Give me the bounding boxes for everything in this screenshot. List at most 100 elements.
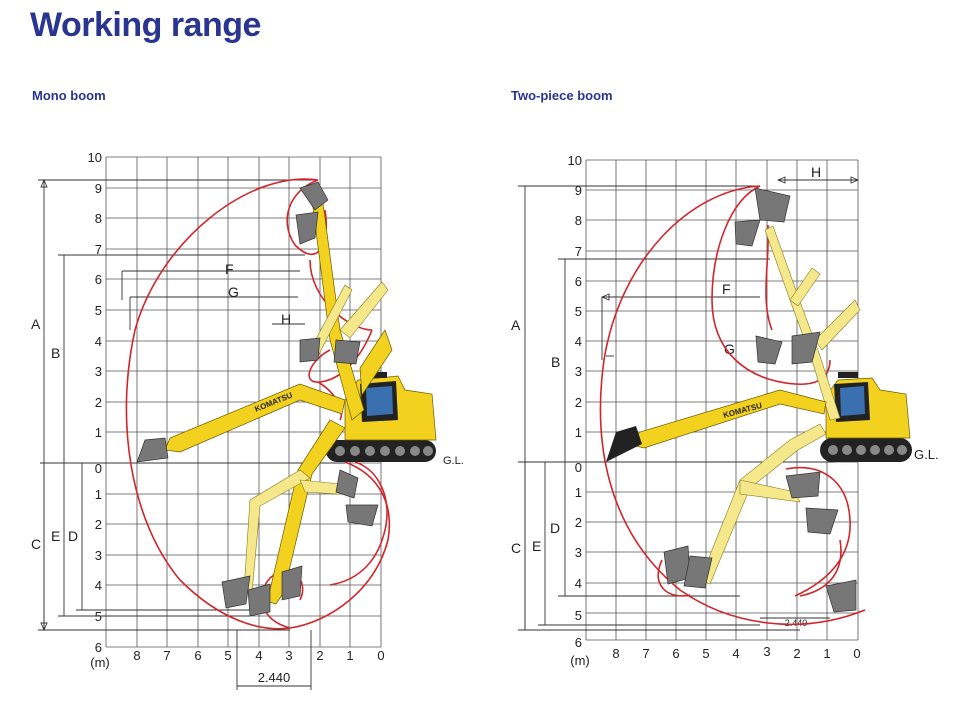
two-piece-x-tick: 7 <box>642 646 649 661</box>
bucket <box>333 339 361 365</box>
mono-y-axis-ticks: 10 9 8 7 6 5 4 3 2 1 0 1 2 3 4 5 6 <box>88 150 102 655</box>
mono-dimension-labels: A B C E D F G H G.L. 2.440 <box>31 261 464 685</box>
two-piece-y-tick: 4 <box>575 576 582 591</box>
dim-d-label: D <box>68 528 78 544</box>
two-piece-y-tick: 6 <box>575 274 582 289</box>
two-piece-x-tick: 3 <box>763 644 770 659</box>
two-piece-x-tick: 5 <box>702 646 709 661</box>
mono-dimension-lines <box>38 178 345 690</box>
mono-x-tick: 0 <box>377 648 384 663</box>
two-piece-x-tick: 4 <box>732 646 739 661</box>
dim-f-label: F <box>225 261 234 277</box>
bucket <box>136 437 169 463</box>
two-piece-y-tick: 0 <box>575 460 582 475</box>
bucket <box>295 211 319 245</box>
two-piece-y-tick: 5 <box>575 304 582 319</box>
mono-y-tick: 2 <box>95 517 102 532</box>
dim-b-label: B <box>551 354 560 370</box>
mono-x-tick: 1 <box>346 648 353 663</box>
two-piece-x-tick: 1 <box>823 646 830 661</box>
page-title: Working range <box>30 6 261 44</box>
mono-boom-diagram: 10 9 8 7 6 5 4 3 2 1 0 1 2 3 4 5 6 8 7 6… <box>31 150 464 690</box>
mono-unit-label: (m) <box>90 655 110 670</box>
mono-y-tick: 5 <box>95 609 102 624</box>
dim-d-label: D <box>550 520 560 536</box>
ground-line-label: G.L. <box>443 455 464 467</box>
two-piece-y-tick: 2 <box>575 395 582 410</box>
mono-y-tick: 4 <box>95 334 102 349</box>
dim-h-label: H <box>811 164 821 180</box>
mono-x-tick: 3 <box>285 648 292 663</box>
mono-y-tick: 5 <box>95 303 102 318</box>
mono-y-tick: 3 <box>95 548 102 563</box>
bucket <box>345 504 379 527</box>
dim-b-label: B <box>51 345 60 361</box>
dim-g-label: G <box>228 284 239 300</box>
two-piece-unit-label: (m) <box>570 653 590 668</box>
two-piece-y-tick: 7 <box>575 244 582 259</box>
bucket <box>683 555 713 589</box>
dim-a-label: A <box>31 316 41 332</box>
two-piece-y-tick: 3 <box>575 364 582 379</box>
track-width-value: 2.440 <box>785 618 808 628</box>
mono-y-tick: 1 <box>95 425 102 440</box>
boom-extended <box>164 383 346 453</box>
bucket <box>606 426 642 462</box>
mono-x-axis-ticks: 8 7 6 5 4 3 2 1 0 (m) <box>90 648 384 670</box>
mono-y-tick: 9 <box>95 181 102 196</box>
dim-c-label: C <box>31 536 41 552</box>
mono-y-tick: 2 <box>95 395 102 410</box>
bucket <box>281 565 303 601</box>
two-piece-y-tick: 4 <box>575 334 582 349</box>
mono-y-tick: 1 <box>95 487 102 502</box>
bucket <box>299 181 329 211</box>
bucket <box>754 187 791 223</box>
two-piece-x-tick: 0 <box>853 646 860 661</box>
mono-y-tick: 8 <box>95 211 102 226</box>
bucket <box>221 575 251 609</box>
two-piece-y-tick: 6 <box>575 635 582 650</box>
mono-x-tick: 5 <box>224 648 231 663</box>
bucket <box>299 337 321 363</box>
dim-h-label: H <box>281 311 291 327</box>
mono-y-tick: 6 <box>95 640 102 655</box>
boom-lowered <box>699 423 827 585</box>
two-piece-dimension-lines <box>518 176 860 631</box>
two-piece-boom-diagram: 10 9 8 7 6 5 4 3 2 1 0 1 2 3 4 5 6 8 7 6… <box>511 153 939 668</box>
two-piece-x-tick: 8 <box>612 646 619 661</box>
bucket <box>734 219 761 247</box>
dim-e-label: E <box>532 538 541 554</box>
mono-y-tick: 10 <box>88 150 102 165</box>
two-piece-excavator: KOMATSU <box>606 187 912 613</box>
mono-y-tick: 4 <box>95 578 102 593</box>
bucket <box>247 583 271 617</box>
mono-x-tick: 2 <box>316 648 323 663</box>
mono-y-tick: 0 <box>95 461 102 476</box>
mono-x-tick: 6 <box>194 648 201 663</box>
bucket <box>755 335 783 365</box>
two-piece-y-axis-ticks: 10 9 8 7 6 5 4 3 2 1 0 1 2 3 4 5 6 <box>568 153 582 650</box>
bucket <box>825 579 857 613</box>
dim-c-label: C <box>511 540 521 556</box>
ground-line-label: G.L. <box>914 447 939 462</box>
two-piece-x-tick: 2 <box>793 646 800 661</box>
two-piece-y-tick: 1 <box>575 425 582 440</box>
mono-y-tick: 6 <box>95 272 102 287</box>
track-width-value: 2.440 <box>258 670 291 685</box>
dim-g-label: G <box>724 341 735 357</box>
boom-lowered <box>261 419 346 605</box>
mono-excavator: KOMATSU <box>136 181 437 617</box>
two-piece-y-tick: 5 <box>575 608 582 623</box>
two-piece-dimension-labels: A B C E D F G H G.L. 2.440 <box>511 164 939 628</box>
dim-a-label: A <box>511 317 521 333</box>
bucket <box>785 471 821 499</box>
two-piece-y-tick: 1 <box>575 485 582 500</box>
two-piece-boom-subtitle: Two-piece boom <box>511 88 613 103</box>
two-piece-y-tick: 3 <box>575 545 582 560</box>
mono-x-tick: 4 <box>255 648 262 663</box>
two-piece-x-axis-ticks: 8 7 6 5 4 3 2 1 0 (m) <box>570 644 860 668</box>
bucket <box>335 469 359 499</box>
two-piece-x-tick: 6 <box>672 646 679 661</box>
dim-e-label: E <box>51 528 60 544</box>
